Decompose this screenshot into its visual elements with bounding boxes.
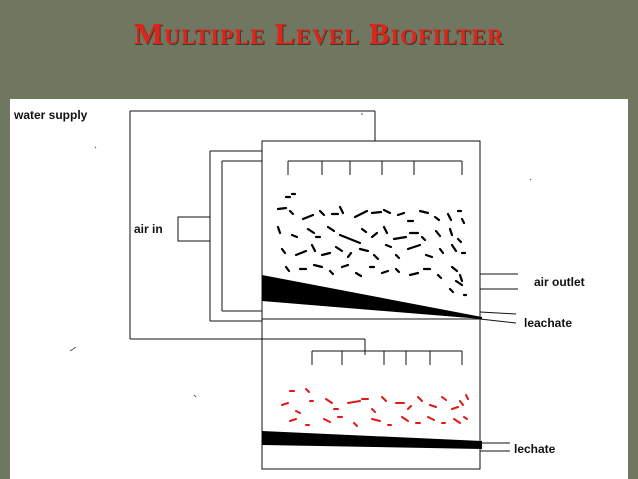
- upper-filter-media: [276, 192, 468, 297]
- lower-filter-media: [281, 388, 469, 427]
- lower-leachate-outlet-pipe: [480, 442, 510, 452]
- label-air-in: air in: [134, 222, 163, 236]
- label-leachate: leachate: [524, 316, 572, 330]
- label-lechate: lechate: [514, 442, 556, 456]
- biofilter-diagram: water supply air in air outlet leachate …: [13, 108, 585, 470]
- diagram-panel: water supply air in air outlet leachate …: [10, 99, 628, 479]
- label-water-supply: water supply: [13, 108, 88, 122]
- air-inlet-pipe: [177, 150, 262, 322]
- water-supply-pipe: [129, 110, 376, 355]
- upper-chamber: [261, 140, 482, 320]
- lower-distribution-manifold: [311, 350, 463, 365]
- stray-marks: [69, 113, 532, 398]
- lower-chamber: [261, 318, 482, 470]
- slide-title: Multiple Level Biofilter: [133, 16, 505, 51]
- upper-sloped-base: [262, 275, 482, 319]
- lower-sloped-base: [262, 431, 482, 449]
- label-air-outlet: air outlet: [534, 275, 585, 289]
- upper-distribution-manifold: [287, 160, 463, 175]
- air-outlet-pipe: [480, 273, 518, 290]
- leachate-outlet-pipe: [479, 311, 517, 324]
